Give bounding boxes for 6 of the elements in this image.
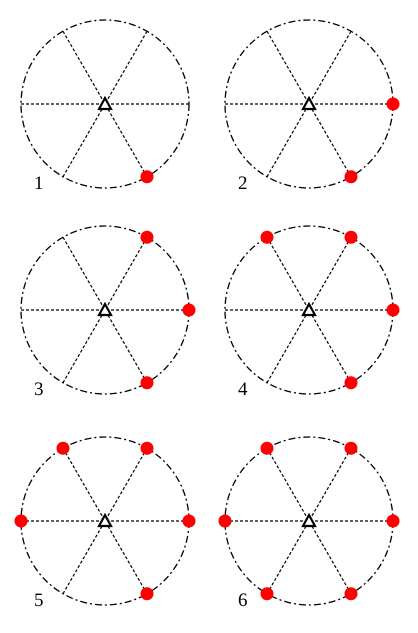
panel-number: 5 bbox=[34, 591, 44, 611]
panel-number: 2 bbox=[238, 174, 248, 194]
panel-number: 3 bbox=[34, 380, 44, 400]
panel-number: 6 bbox=[238, 591, 248, 611]
panel-number: 1 bbox=[34, 174, 44, 194]
panel-number: 4 bbox=[238, 380, 248, 400]
